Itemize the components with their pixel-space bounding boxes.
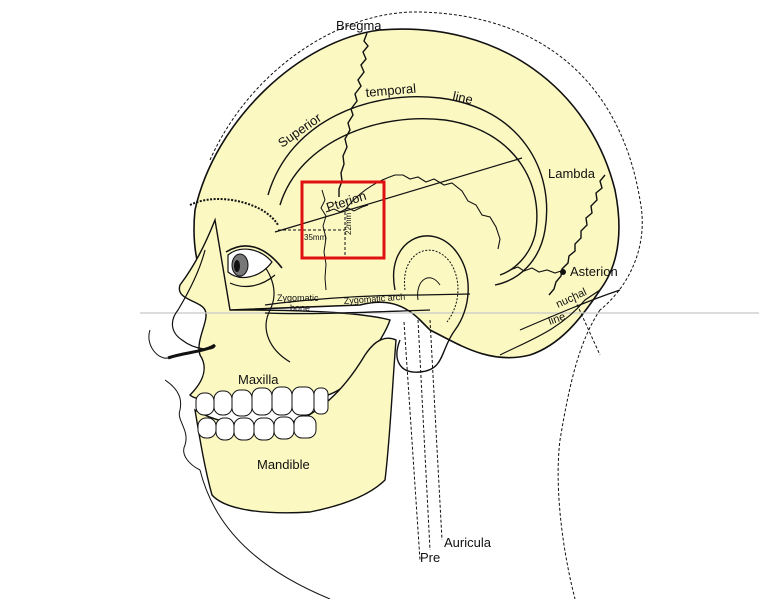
coronal-suture [338,32,369,197]
neck-outline [199,469,331,600]
upper-teeth [195,386,329,417]
pterion-highlight-box [300,180,386,260]
face-profile [148,329,201,471]
label-nuchal-line: line [547,311,567,328]
eyebrow [189,198,279,226]
sphenoparietal-suture [325,204,369,213]
asterion-point [560,269,566,275]
parietomastoid-suture [509,266,562,274]
zygomatic-arch [264,293,471,315]
reference-line [274,157,523,233]
inferior-temporal-line [279,118,538,276]
occipital-lower [499,289,601,356]
label-mandible: Mandible [257,457,310,472]
label-measure-vertical: 22mm [344,212,353,235]
occipital-dash-line [574,299,601,356]
label-lambda: Lambda [548,166,596,181]
lower-teeth [197,415,317,441]
zygomatic-bone [254,254,291,363]
nostril [167,343,216,360]
label-measure-horizontal: 35mm [304,233,327,242]
auricular-dash-line [429,319,443,541]
label-zygomatic-arch: Zygomatic arch [343,292,405,306]
label-line: line [451,88,474,107]
label-maxilla: Maxilla [238,372,279,387]
superior-temporal-line [267,96,548,286]
label-bregma: Bregma [336,18,382,33]
label-temporal: temporal [365,81,417,100]
eye-icon [225,245,283,288]
ear-icon [392,235,469,373]
squamosal-suture [344,174,501,250]
auricular-dash-line-2 [417,319,431,551]
nuchal-line [519,289,621,331]
label-asterion: Asterion [570,264,618,279]
preauricular-dash-line [403,321,421,561]
label-preauricular: Pre [420,550,440,565]
label-zygomatic-bone-2: bone [290,303,310,313]
lambdoid-suture [548,174,606,296]
cranium [193,28,620,359]
label-zygomatic-bone-1: Zygomatic [277,293,319,303]
head-soft-tissue-outline [209,11,643,600]
label-auricular: Auricula [444,535,492,550]
pterion-suture [320,189,327,291]
